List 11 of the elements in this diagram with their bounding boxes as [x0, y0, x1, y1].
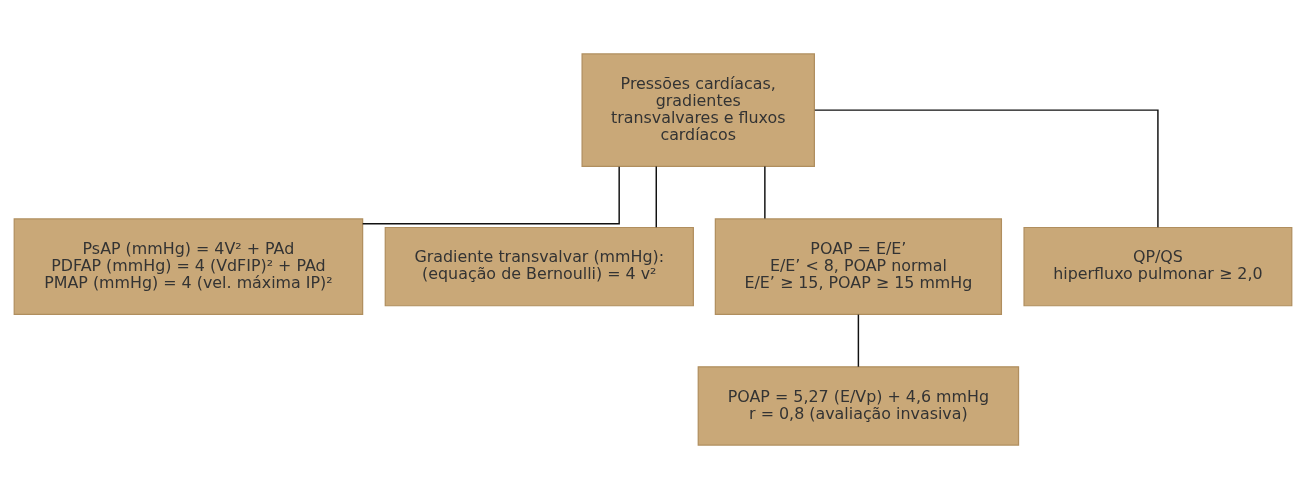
connector — [764, 165, 766, 219]
node-box: POAP = 5,27 (E/Vp) + 4,6 mmHg r = 0,8 (avaliação invasiva) — [697, 365, 1020, 446]
node-box: PsAP (mmHg) = 4V² + PAd PDFAP (mmHg) = 4 (VdFIP)² + PAd PMAP (mmHg) = 4 (vel. máxima IP)² — [13, 217, 364, 315]
node-box: Pressões cardíacas, gradientes transvalvares e fluxos cardíacos — [581, 52, 815, 167]
connector — [361, 165, 620, 225]
node-box: POAP = E/E’ E/E’ < 8, POAP normal E/E’ ≥ 15, POAP ≥ 15 mmHg — [714, 217, 1003, 315]
connector — [814, 108, 1159, 228]
connector — [857, 313, 860, 367]
connector — [655, 165, 657, 228]
node-box: QP/QS hiperfluxo pulmonar ≥ 2,0 — [1023, 226, 1293, 306]
node-box: Gradiente transvalvar (mmHg): (equação de Bernoulli) = 4 v² — [384, 226, 694, 306]
